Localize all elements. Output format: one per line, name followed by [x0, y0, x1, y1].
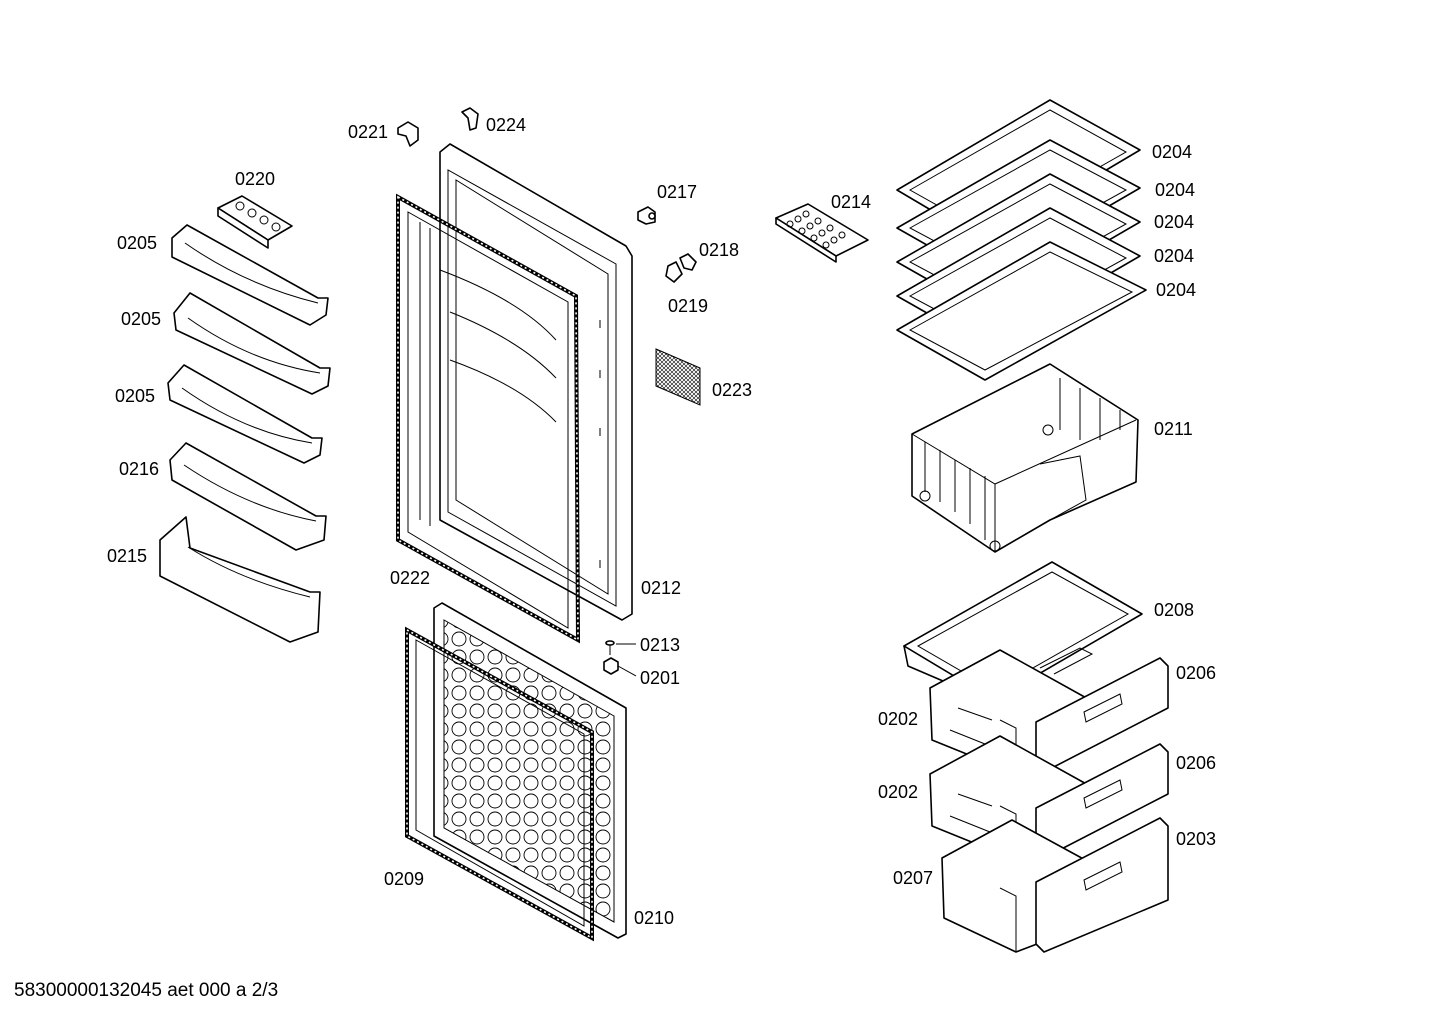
- freezer-door-gasket: [405, 626, 594, 942]
- fridge-door-gasket: [396, 193, 581, 644]
- callout-0217: 0217: [657, 182, 697, 202]
- drawer-front-3: [1035, 817, 1169, 953]
- callout-0204: 0204: [1155, 180, 1195, 200]
- callout-0219: 0219: [668, 296, 708, 316]
- hinge-part: [679, 253, 697, 271]
- callout-0213: 0213: [640, 635, 680, 655]
- screw: [605, 640, 615, 655]
- hinge-clip: [461, 107, 479, 131]
- callout-0205: 0205: [117, 233, 157, 253]
- callout-0201: 0201: [640, 668, 680, 688]
- callout-0218: 0218: [699, 240, 739, 260]
- vegetable-crisper: [911, 363, 1139, 553]
- ice-cube-tray: [775, 203, 869, 263]
- freezer-door: [433, 602, 627, 939]
- callout-0214: 0214: [831, 192, 871, 212]
- door-hinge-cover: [397, 121, 419, 147]
- callout-0205: 0205: [121, 309, 161, 329]
- diagram-reference-code: 58300000132045 aet 000 a 2/3: [14, 980, 279, 1001]
- door-shelf-1: [171, 224, 329, 326]
- door-shelf-4: [169, 442, 327, 551]
- glass-shelf-5: [896, 241, 1147, 381]
- callout-0202: 0202: [878, 709, 918, 729]
- callout-0204: 0204: [1156, 280, 1196, 300]
- callout-0224: 0224: [486, 115, 526, 135]
- bottle-shelf: [159, 516, 321, 643]
- callout-0206: 0206: [1176, 753, 1216, 773]
- callout-0204: 0204: [1154, 246, 1194, 266]
- callout-0206: 0206: [1176, 663, 1216, 683]
- callout-0204: 0204: [1152, 142, 1192, 162]
- callout-0207: 0207: [893, 868, 933, 888]
- egg-tray: [217, 195, 293, 249]
- filter-pad: [655, 348, 701, 406]
- callout-0202: 0202: [878, 782, 918, 802]
- callout-0203: 0203: [1176, 829, 1216, 849]
- callout-0209: 0209: [384, 869, 424, 889]
- door-shelf-2: [173, 292, 331, 395]
- callout-0208: 0208: [1154, 600, 1194, 620]
- callout-0210: 0210: [634, 908, 674, 928]
- callout-0204: 0204: [1154, 212, 1194, 232]
- handle-bracket: [637, 206, 656, 225]
- leader-lines: [616, 643, 637, 677]
- callout-0223: 0223: [712, 380, 752, 400]
- door-stop-block: [603, 657, 619, 675]
- callout-0205: 0205: [115, 386, 155, 406]
- door-shelf-3: [167, 364, 323, 464]
- callout-0220: 0220: [235, 169, 275, 189]
- fridge-door: [439, 143, 633, 621]
- callout-0215: 0215: [107, 546, 147, 566]
- callout-0221: 0221: [348, 122, 388, 142]
- callout-0211: 0211: [1154, 419, 1193, 439]
- hinge-cap: [665, 261, 683, 283]
- callout-0212: 0212: [641, 578, 681, 598]
- callout-0216: 0216: [119, 459, 159, 479]
- callout-0222: 0222: [390, 568, 430, 588]
